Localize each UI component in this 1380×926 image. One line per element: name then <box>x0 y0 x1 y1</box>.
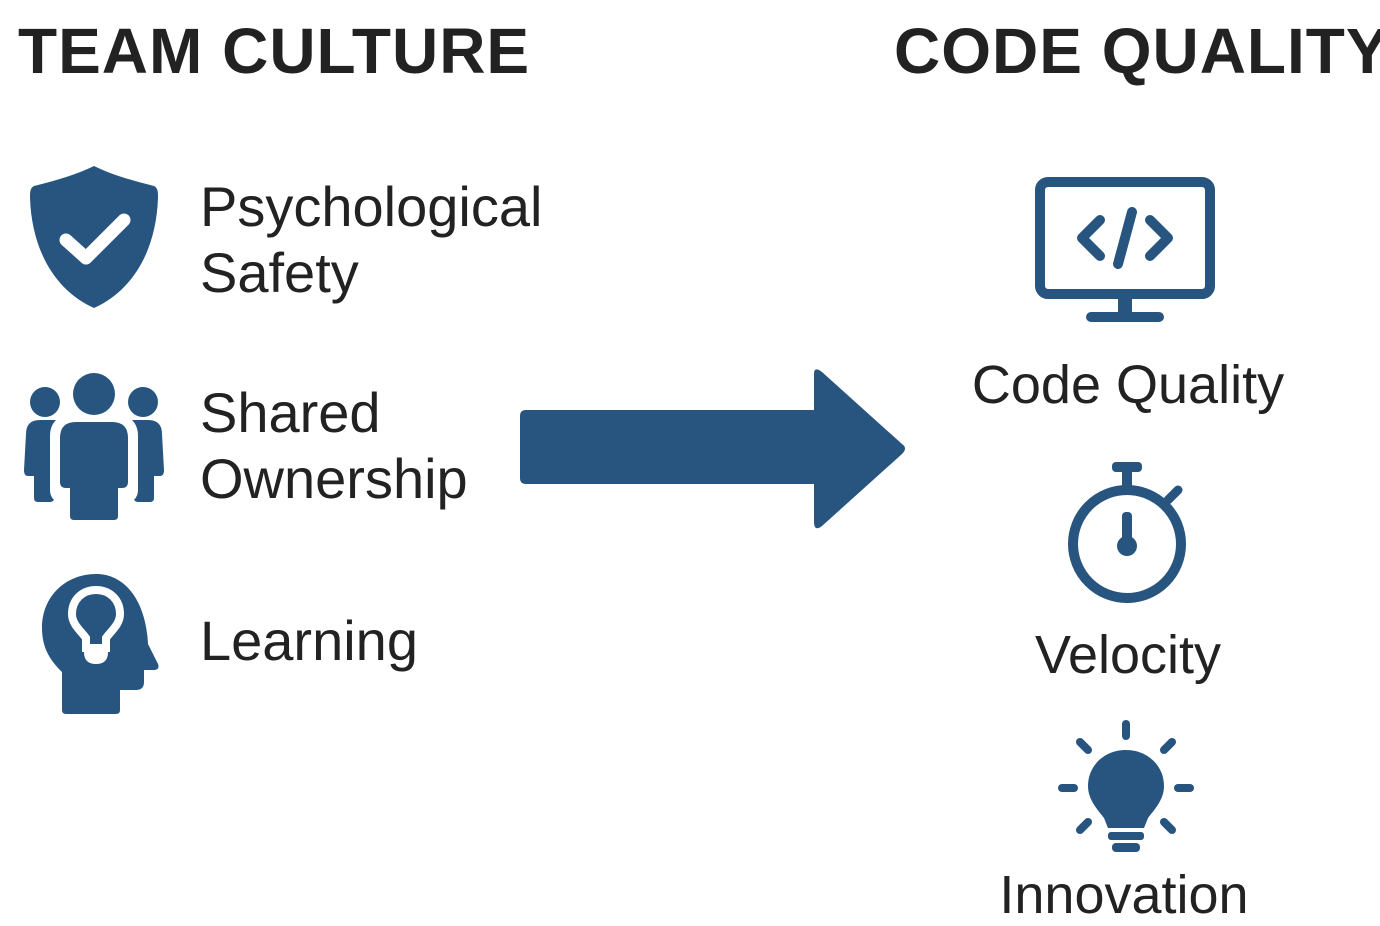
label-line: Shared <box>200 381 381 444</box>
label-velocity: Velocity <box>1034 625 1222 685</box>
label-line: Safety <box>200 241 359 304</box>
monitor-code-icon <box>1035 177 1215 322</box>
stopwatch-icon <box>1068 462 1186 603</box>
code-quality-title: CODE QUALITY <box>894 15 1380 87</box>
label-innovation: Innovation <box>999 865 1249 925</box>
right-arrow-icon <box>520 369 905 529</box>
shield-check-icon <box>30 166 158 308</box>
team-icon <box>24 373 164 520</box>
label-line: Ownership <box>200 447 468 510</box>
label-psychological-safety: Psychological Safety <box>200 174 542 306</box>
team-culture-title: TEAM CULTURE <box>18 15 531 87</box>
label-code-quality: Code Quality <box>971 355 1285 415</box>
lightbulb-icon <box>1058 720 1194 852</box>
head-lightbulb-icon <box>42 574 159 714</box>
label-learning: Learning <box>200 609 418 672</box>
label-line: Psychological <box>200 175 543 238</box>
label-shared-ownership: Shared Ownership <box>200 380 468 512</box>
